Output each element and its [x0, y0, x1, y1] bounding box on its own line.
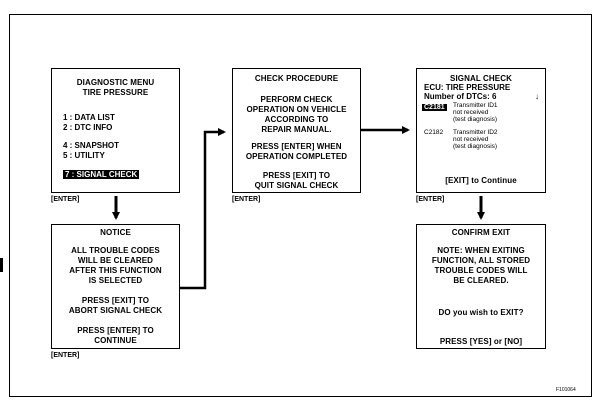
notice-screen: NOTICE ALL TROUBLE CODES WILL BE CLEARED…: [51, 224, 180, 349]
notice-enter-caption: [ENTER]: [51, 352, 80, 359]
confirm-line: TROUBLE CODES WILL: [434, 266, 528, 275]
yes-no-prompt[interactable]: PRESS [YES] or [NO]: [439, 337, 523, 346]
menu-item-snapshot[interactable]: 4 : SNAPSHOT: [63, 141, 120, 150]
dtc-desc: (test diagnosis): [453, 143, 498, 150]
confirm-line: FUNCTION, ALL STORED: [431, 256, 531, 265]
confirm-title: CONFIRM EXIT: [451, 228, 511, 237]
dtc-code-c2181[interactable]: C2181: [422, 104, 447, 111]
dtc-desc: not received: [453, 109, 489, 116]
exit-to-continue[interactable]: [EXIT] to Continue: [445, 176, 517, 185]
menu-item-utility[interactable]: 5 : UTILITY: [63, 151, 105, 160]
check-procedure-screen: CHECK PROCEDURE PERFORM CHECK OPERATION …: [232, 68, 361, 193]
check-line: PRESS [ENTER] WHEN: [251, 142, 342, 151]
dtc-desc: Transmitter ID1: [453, 102, 498, 109]
notice-title: NOTICE: [100, 228, 131, 237]
diag-enter-caption: [ENTER]: [51, 196, 80, 203]
signal-check-screen: SIGNAL CHECK ECU: TIRE PRESSURE Number o…: [416, 68, 546, 193]
notice-line: ABORT SIGNAL CHECK: [68, 306, 163, 315]
figure-id: F101064: [556, 387, 576, 393]
notice-line: CONTINUE: [94, 336, 137, 345]
notice-line: IS SELECTED: [88, 276, 143, 285]
check-line: QUIT SIGNAL CHECK: [254, 181, 339, 190]
margin-mark: [0, 258, 3, 272]
diag-title: DIAGNOSTIC MENU: [76, 78, 155, 87]
check-title: CHECK PROCEDURE: [254, 74, 339, 83]
dtc-code-c2182[interactable]: C2182: [424, 129, 444, 136]
dtc-desc: (test diagnosis): [453, 116, 498, 123]
menu-item-data-list[interactable]: 1 : DATA LIST: [63, 113, 115, 122]
exit-question: DO you wish to EXIT?: [438, 308, 524, 317]
check-line: PRESS [EXIT] TO: [262, 171, 331, 180]
notice-line: ALL TROUBLE CODES: [71, 246, 160, 255]
dtc-desc: not received: [453, 136, 489, 143]
check-line: OPERATION ON VEHICLE: [246, 105, 347, 114]
confirm-line: NOTE: WHEN EXITING: [437, 246, 525, 255]
diagnostic-menu-screen: DIAGNOSTIC MENU TIRE PRESSURE 1 : DATA L…: [51, 68, 180, 193]
dtc-desc: Transmitter ID2: [453, 129, 498, 136]
check-line: REPAIR MANUAL.: [261, 125, 332, 134]
notice-line: PRESS [ENTER] TO: [77, 326, 154, 335]
ecu-label: ECU: TIRE PRESSURE: [424, 83, 511, 92]
check-line: OPERATION COMPLETED: [245, 152, 348, 161]
arrow-notice-to-check: [180, 128, 226, 290]
notice-line: AFTER THIS FUNCTION: [69, 266, 162, 275]
scroll-down-icon[interactable]: ↓: [535, 92, 539, 101]
notice-line: WILL BE CLEARED: [77, 256, 154, 265]
confirm-line: BE CLEARED.: [453, 276, 509, 285]
notice-line: PRESS [EXIT] TO: [81, 296, 150, 305]
diag-subtitle: TIRE PRESSURE: [82, 88, 149, 97]
menu-item-signal-check[interactable]: 7 : SIGNAL CHECK: [63, 170, 140, 179]
signal-title: SIGNAL CHECK: [450, 74, 512, 83]
check-line: PERFORM CHECK: [260, 95, 333, 104]
check-line: ACCORDING TO: [264, 115, 329, 124]
confirm-exit-screen: CONFIRM EXIT NOTE: WHEN EXITING FUNCTION…: [416, 224, 546, 349]
check-enter-caption: [ENTER]: [232, 196, 261, 203]
menu-item-dtc-info[interactable]: 2 : DTC INFO: [63, 123, 113, 132]
signal-enter-caption: [ENTER]: [416, 196, 445, 203]
dtc-count: Number of DTCs: 6: [424, 92, 497, 101]
diagram-frame: [9, 14, 592, 397]
